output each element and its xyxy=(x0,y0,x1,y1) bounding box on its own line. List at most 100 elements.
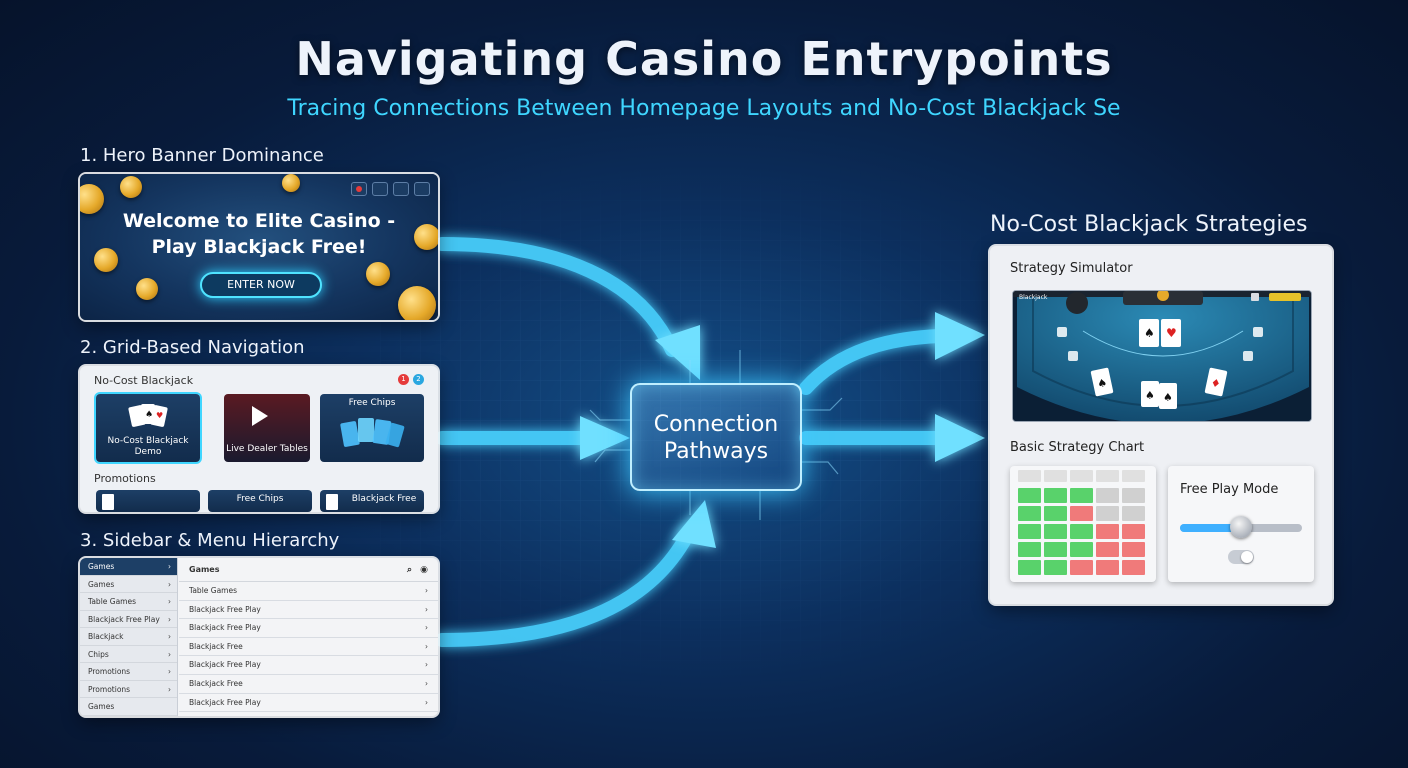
sidebar-menu-item[interactable]: Games xyxy=(80,698,177,716)
strategy-cell xyxy=(1044,470,1067,482)
card-icon xyxy=(102,494,114,510)
strategy-cell xyxy=(1096,542,1119,557)
page-subtitle: Tracing Connections Between Homepage Lay… xyxy=(287,96,1121,121)
strategy-cell xyxy=(1096,506,1119,521)
chevron-right-icon: › xyxy=(168,684,171,694)
tile-free-chips[interactable]: Free Chips xyxy=(320,394,424,462)
slider-knob[interactable] xyxy=(1230,516,1252,538)
enter-now-button[interactable]: ENTER NOW xyxy=(200,272,322,298)
table-tag: Blackjack xyxy=(1019,294,1048,301)
sidebar-menu-item[interactable]: Games› xyxy=(80,558,177,576)
chevron-right-icon: › xyxy=(425,604,428,614)
submenu-row[interactable]: Blackjack Free Play› xyxy=(179,619,438,638)
sidebar-menu-item-label: Games xyxy=(88,579,115,589)
sidebar-menu-item[interactable]: Promotions› xyxy=(80,663,177,681)
arrowhead-hero xyxy=(655,325,700,380)
chevron-right-icon: › xyxy=(425,641,428,651)
strategy-cell xyxy=(1070,488,1093,503)
arrow-sidebar-to-center xyxy=(435,523,697,647)
svg-text:♠: ♠ xyxy=(145,410,153,420)
window-icon[interactable] xyxy=(393,182,409,196)
notification-badge[interactable]: 1 xyxy=(398,374,409,385)
play-icon xyxy=(252,406,268,426)
sidebar-menu-item[interactable]: Games › xyxy=(80,576,177,593)
strategies-panel: Strategy Simulator ♠ ♥ ♠ xyxy=(990,246,1332,604)
chevron-right-icon: › xyxy=(168,562,171,571)
submenu-row[interactable]: Table Games› xyxy=(179,582,438,601)
free-play-label: Free Play Mode xyxy=(1180,482,1279,497)
strategy-cell xyxy=(1018,524,1041,539)
strategy-cell xyxy=(1044,524,1067,539)
hero-banner-panel: Welcome to Elite Casino - Play Blackjack… xyxy=(80,174,438,320)
chevron-right-icon: › xyxy=(168,579,171,589)
coin-icon xyxy=(366,262,390,286)
tile-live-dealer-tables[interactable]: Live Dealer Tables xyxy=(224,394,310,462)
hero-headline-line2: Play Blackjack Free! xyxy=(151,236,367,258)
strategy-cell xyxy=(1070,542,1093,557)
tile-caption: No-Cost Blackjack Demo xyxy=(107,436,189,457)
submenu-row[interactable]: Blackjack Free Play› xyxy=(179,694,438,713)
record-icon[interactable] xyxy=(351,182,367,196)
submenu-row-label: Blackjack Free Play xyxy=(189,623,261,633)
strategy-cell xyxy=(1044,506,1067,521)
grid-title: No-Cost Blackjack xyxy=(94,374,194,387)
promo-tile-blackjack-free[interactable]: Blackjack Free xyxy=(320,490,424,512)
coin-icon xyxy=(398,286,436,320)
strategy-simulator[interactable]: ♠ ♥ ♠ ♠ ♠ ♦ Blackjack xyxy=(1012,290,1312,422)
submenu-row-label: Table Games xyxy=(189,586,238,595)
free-play-toggle[interactable] xyxy=(1228,550,1254,564)
strategy-cell xyxy=(1122,524,1145,539)
strategy-cell xyxy=(1096,560,1119,575)
strategy-cell xyxy=(1044,542,1067,557)
sidebar-menu-item[interactable]: Table Games› xyxy=(80,593,177,611)
strategy-cell xyxy=(1096,488,1119,503)
sidebar-menu-item-label: Blackjack xyxy=(88,632,124,641)
strategy-cell xyxy=(1122,560,1145,575)
sidebar-menu-item[interactable]: Blackjack› xyxy=(80,628,177,646)
sidebar-menu-item[interactable]: Promotions› xyxy=(80,681,177,698)
window-icon[interactable] xyxy=(372,182,388,196)
search-icon[interactable]: ⌕ xyxy=(406,565,412,575)
promo-tile[interactable] xyxy=(96,490,200,512)
arrowhead-simulator xyxy=(935,312,985,360)
arrow-hero-to-center xyxy=(435,237,679,357)
arrowhead-grid xyxy=(580,416,630,460)
submenu-row[interactable]: Blackjack Free Play› xyxy=(179,656,438,675)
sidebar-menu: Games›Games›Table Games›Blackjack Free P… xyxy=(80,558,178,716)
submenu-header: Games ⌕ ◉ xyxy=(179,558,438,582)
strategy-cell xyxy=(1018,470,1041,482)
sidebar-menu-item[interactable]: Blackjack Free Play› xyxy=(80,611,177,628)
grid-navigation-panel: No-Cost Blackjack 1 2 ♠ ♥ No-Cost Blackj… xyxy=(80,366,438,512)
chevron-right-icon: › xyxy=(425,697,428,707)
chevron-right-icon: › xyxy=(168,597,171,606)
svg-text:♠: ♠ xyxy=(1145,389,1155,402)
strategy-cell xyxy=(1018,560,1041,575)
submenu-row-label: Blackjack Free Play xyxy=(189,604,261,614)
strategy-cell xyxy=(1096,470,1119,482)
connection-pathways-node: Connection Pathways xyxy=(630,383,802,491)
svg-text:♥: ♥ xyxy=(156,411,163,420)
coin-icon xyxy=(414,224,438,250)
submenu-row[interactable]: Blackjack Free› xyxy=(179,638,438,657)
settings-icon[interactable]: ◉ xyxy=(420,565,428,575)
submenu-row[interactable]: Blackjack Free Play › xyxy=(179,601,438,620)
submenu-rows: Table Games›Blackjack Free Play›Blackjac… xyxy=(179,582,438,713)
chevron-right-icon: › xyxy=(168,649,171,659)
promotions-label: Promotions xyxy=(94,472,156,485)
chevron-right-icon: › xyxy=(168,667,171,676)
window-icon[interactable] xyxy=(414,182,430,196)
sidebar-menu-item[interactable]: Chips› xyxy=(80,646,177,663)
arrowhead-sidebar xyxy=(672,500,716,548)
tile-no-cost-blackjack-demo[interactable]: ♠ ♥ No-Cost Blackjack Demo xyxy=(96,394,200,462)
strategy-cell xyxy=(1044,560,1067,575)
strategy-cell xyxy=(1070,506,1093,521)
strategy-cell xyxy=(1044,488,1067,503)
notification-badge[interactable]: 2 xyxy=(413,374,424,385)
submenu-row[interactable]: Blackjack Free› xyxy=(179,675,438,694)
arrowhead-chart xyxy=(935,414,985,462)
simulator-label: Strategy Simulator xyxy=(1010,261,1133,276)
strategies-title: No-Cost Blackjack Strategies xyxy=(990,212,1308,237)
arrow-center-to-simulator xyxy=(799,329,947,395)
promo-tile-free-chips[interactable]: Free Chips xyxy=(208,490,312,512)
